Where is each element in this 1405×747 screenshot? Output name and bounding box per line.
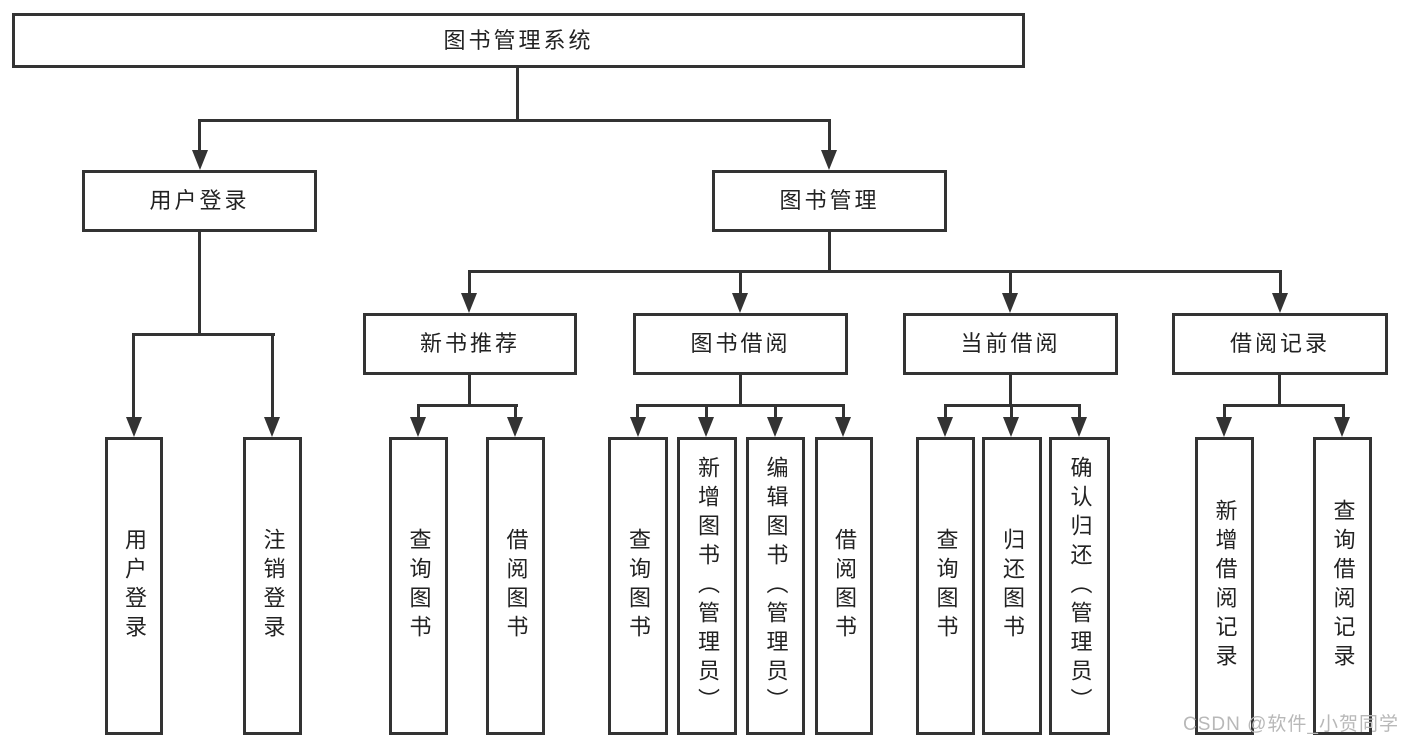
connector-line xyxy=(514,404,517,420)
connector-line xyxy=(132,333,275,336)
connector-line xyxy=(828,232,831,273)
leaf-add-borrow-record: 新增借阅记录 xyxy=(1195,437,1254,735)
connector-line xyxy=(1009,375,1012,407)
connector-line xyxy=(739,270,742,296)
connector-line xyxy=(468,270,471,296)
connector-line xyxy=(1010,404,1013,420)
connector-line xyxy=(842,404,845,420)
arrow-down-icon xyxy=(630,417,646,437)
arrow-down-icon xyxy=(1216,417,1232,437)
connector-line xyxy=(1279,270,1282,296)
arrow-down-icon xyxy=(1002,293,1018,313)
arrow-down-icon xyxy=(767,417,783,437)
arrow-down-icon xyxy=(1334,417,1350,437)
arrow-down-icon xyxy=(1071,417,1087,437)
connector-line xyxy=(132,333,135,421)
node-new-book-recommend: 新书推荐 xyxy=(363,313,577,375)
connector-line xyxy=(636,404,845,407)
node-borrow-records: 借阅记录 xyxy=(1172,313,1388,375)
node-book-management: 图书管理 xyxy=(712,170,947,232)
connector-line xyxy=(198,119,201,153)
connector-line xyxy=(774,404,777,420)
node-root-library-system: 图书管理系统 xyxy=(12,13,1025,68)
connector-line xyxy=(1009,270,1012,296)
connector-line xyxy=(271,333,274,421)
arrow-down-icon xyxy=(937,417,953,437)
leaf-edit-books-admin: 编辑图书（管理员） xyxy=(746,437,805,735)
arrow-down-icon xyxy=(698,417,714,437)
node-current-borrow: 当前借阅 xyxy=(903,313,1118,375)
leaf-borrow-books: 借阅图书 xyxy=(486,437,545,735)
arrow-down-icon xyxy=(264,417,280,437)
leaf-logout: 注销登录 xyxy=(243,437,302,735)
connector-line xyxy=(468,375,471,407)
connector-line xyxy=(198,232,201,336)
node-book-borrow: 图书借阅 xyxy=(633,313,848,375)
connector-line xyxy=(417,404,518,407)
connector-line xyxy=(1278,375,1281,407)
connector-line xyxy=(944,404,947,420)
arrow-down-icon xyxy=(821,150,837,170)
connector-line xyxy=(198,119,831,122)
leaf-borrow-books: 借阅图书 xyxy=(815,437,873,735)
arrow-down-icon xyxy=(732,293,748,313)
leaf-query-books: 查询图书 xyxy=(608,437,668,735)
leaf-query-books: 查询图书 xyxy=(389,437,448,735)
connector-line xyxy=(417,404,420,420)
csdn-watermark: CSDN @软件_小贺同学 xyxy=(1183,714,1399,735)
arrow-down-icon xyxy=(410,417,426,437)
arrow-down-icon xyxy=(835,417,851,437)
connector-line xyxy=(1078,404,1081,420)
connector-line xyxy=(739,375,742,407)
node-user-login: 用户登录 xyxy=(82,170,317,232)
leaf-return-books: 归还图书 xyxy=(982,437,1042,735)
arrow-down-icon xyxy=(1003,417,1019,437)
connector-line xyxy=(1342,404,1345,420)
arrow-down-icon xyxy=(126,417,142,437)
connector-line xyxy=(636,404,639,420)
connector-line xyxy=(468,270,1282,273)
connector-line xyxy=(705,404,708,420)
connector-line xyxy=(1223,404,1345,407)
arrow-down-icon xyxy=(1272,293,1288,313)
leaf-add-books-admin: 新增图书（管理员） xyxy=(677,437,737,735)
arrow-down-icon xyxy=(507,417,523,437)
leaf-query-borrow-record: 查询借阅记录 xyxy=(1313,437,1372,735)
connector-line xyxy=(1223,404,1226,420)
arrow-down-icon xyxy=(192,150,208,170)
connector-line xyxy=(828,119,831,153)
leaf-user-login: 用户登录 xyxy=(105,437,163,735)
leaf-confirm-return-admin: 确认归还（管理员） xyxy=(1049,437,1110,735)
connector-line xyxy=(516,68,519,121)
leaf-query-books: 查询图书 xyxy=(916,437,975,735)
arrow-down-icon xyxy=(461,293,477,313)
